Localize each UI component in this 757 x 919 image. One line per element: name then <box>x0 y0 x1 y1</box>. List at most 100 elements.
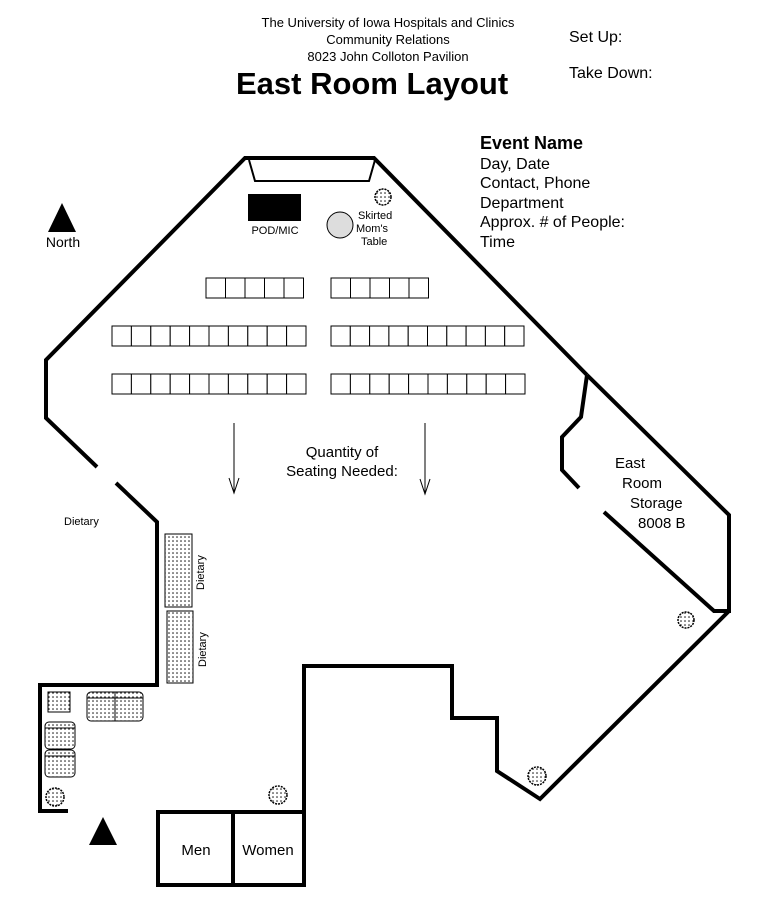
seat-row-2-right <box>427 325 448 347</box>
room-wall-north <box>44 156 589 469</box>
seat-row-2-right <box>369 325 390 347</box>
podium-label: POD/MIC <box>251 225 298 237</box>
seat-row-3-right <box>446 373 468 395</box>
dietary-table <box>166 610 194 684</box>
seating-rows <box>111 277 526 395</box>
plant-icon <box>268 785 288 805</box>
north-arrow-icon <box>48 203 76 232</box>
room-wall-west <box>38 481 159 813</box>
sofa <box>86 691 144 722</box>
storage-label-3: Storage <box>630 495 683 512</box>
seat-row-3-left <box>286 373 307 395</box>
event-people-count: Approx. # of People: <box>480 214 625 231</box>
seat-row-3-left <box>208 373 229 395</box>
mens-restroom-label: Men <box>181 842 210 859</box>
moms-table-label-2: Mom's <box>356 223 389 235</box>
chair <box>44 749 76 778</box>
seat-row-3-right <box>408 373 429 395</box>
room-wall-southeast <box>302 609 731 812</box>
seat-row-1-right <box>330 277 351 299</box>
seat-row-3-right <box>427 373 448 395</box>
seat-row-2-left <box>169 325 191 347</box>
seat-row-3-left <box>266 373 288 395</box>
seat-row-3-left <box>130 373 152 395</box>
seat-row-3-left <box>227 373 249 395</box>
seat-row-2-left <box>208 325 229 347</box>
room-wall-south <box>156 810 306 887</box>
plant-icon <box>45 787 65 807</box>
chair <box>44 721 76 750</box>
department-name: Community Relations <box>326 32 450 47</box>
seating-label-2: Seating Needed: <box>286 463 398 480</box>
seat-row-3-right <box>485 373 507 395</box>
seating-label-1: Quantity of <box>306 444 379 461</box>
seat-row-3-right <box>388 373 410 395</box>
seat-row-3-right <box>349 373 371 395</box>
seat-row-2-right <box>407 325 429 347</box>
womens-restroom-label: Women <box>242 842 293 859</box>
seat-row-2-right <box>484 325 506 347</box>
seat-row-2-right <box>330 325 351 347</box>
plant-icon <box>677 611 695 629</box>
event-name: Event Name <box>480 133 584 153</box>
seat-row-1-left <box>225 277 246 299</box>
dietary-table <box>164 533 193 608</box>
room-wall-east <box>560 374 589 490</box>
moms-table <box>326 211 354 239</box>
stage-platform <box>248 159 376 182</box>
seat-row-1-right <box>408 277 429 299</box>
seat-row-3-right <box>505 373 526 395</box>
seat-row-3-left <box>247 373 268 395</box>
seat-row-1-right <box>389 277 410 299</box>
seat-row-1-left <box>264 277 285 299</box>
dietary-table-label: Dietary <box>195 555 207 590</box>
setup-label: Set Up: <box>569 29 623 46</box>
seat-row-3-right <box>330 373 351 395</box>
seat-row-3-left <box>111 373 132 395</box>
plant-icon <box>374 188 392 206</box>
page-title: East Room Layout <box>236 66 509 101</box>
seat-row-2-right <box>446 325 467 347</box>
event-time: Time <box>480 234 515 251</box>
seat-row-2-right <box>465 325 486 347</box>
event-day-date: Day, Date <box>480 156 550 173</box>
takedown-label: Take Down: <box>569 65 653 82</box>
office-address: 8023 John Colloton Pavilion <box>307 49 469 64</box>
seat-row-2-left <box>266 325 288 347</box>
storage-label-2: Room <box>622 475 662 492</box>
event-department: Department <box>480 195 564 212</box>
storage-label-4: 8008 B <box>638 515 686 532</box>
seat-row-3-right <box>466 373 487 395</box>
seat-row-2-left <box>286 325 307 347</box>
moms-table-label-3: Table <box>361 236 387 248</box>
seat-row-1-left <box>205 277 226 299</box>
seat-row-2-left <box>227 325 249 347</box>
seat-row-1-right <box>369 277 390 299</box>
dietary-table-label: Dietary <box>197 632 209 667</box>
dietary-label: Dietary <box>64 516 99 528</box>
storage-wall <box>585 373 731 613</box>
seat-row-3-left <box>189 373 210 395</box>
seat-row-2-left <box>247 325 268 347</box>
north-label: North <box>46 234 80 250</box>
seat-row-2-right <box>349 325 371 347</box>
event-contact: Contact, Phone <box>480 175 591 192</box>
seat-row-1-left <box>244 277 265 299</box>
seat-row-2-left <box>150 325 171 347</box>
seat-row-2-left <box>189 325 210 347</box>
seat-row-2-left <box>111 325 132 347</box>
north-arrow-icon <box>89 817 117 845</box>
moms-table-label-1: Skirted <box>358 210 392 222</box>
plant-icon <box>527 766 547 786</box>
side-table <box>47 691 71 713</box>
seat-row-2-right <box>504 325 525 347</box>
seat-row-1-left <box>283 277 304 299</box>
seat-row-1-right <box>350 277 371 299</box>
seat-row-2-left <box>130 325 152 347</box>
seat-row-3-left <box>150 373 171 395</box>
podium <box>248 194 301 221</box>
seat-row-3-right <box>369 373 390 395</box>
org-name: The University of Iowa Hospitals and Cli… <box>261 15 515 30</box>
seat-row-3-left <box>169 373 191 395</box>
down-arrow-icon <box>228 423 240 495</box>
